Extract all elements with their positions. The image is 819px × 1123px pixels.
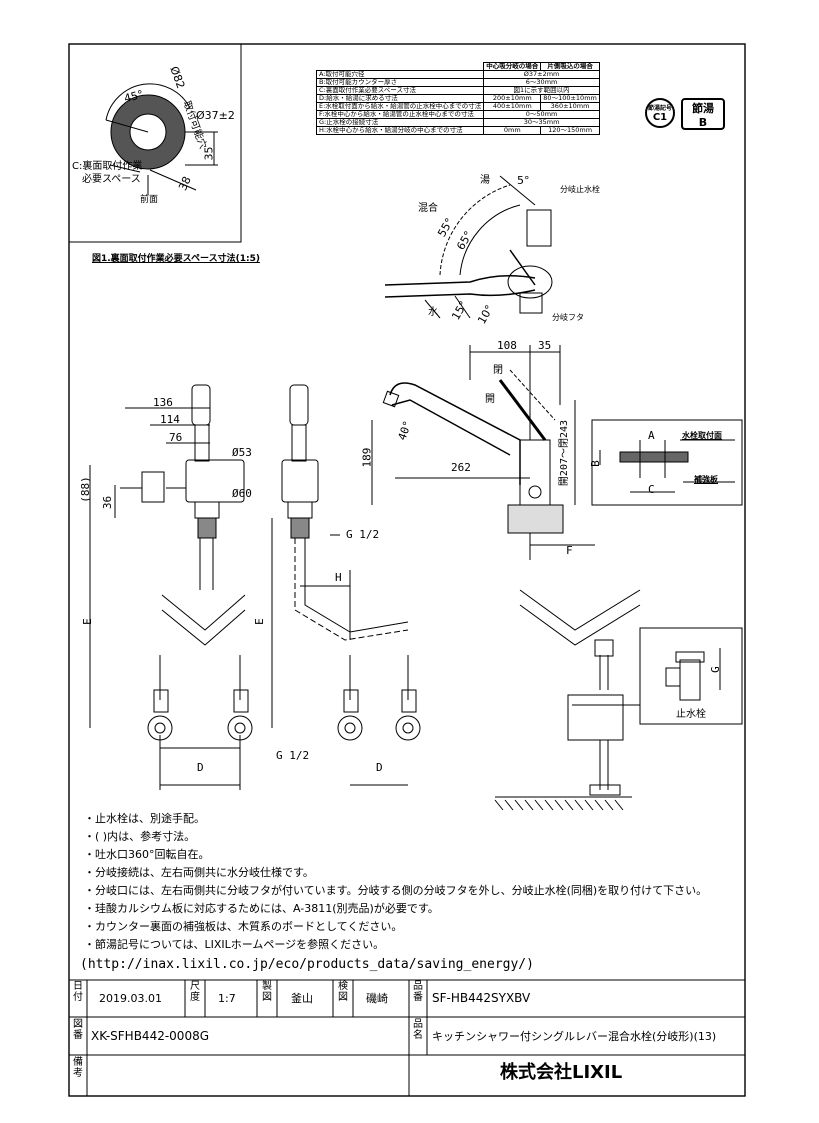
note-line: ・カウンター裏面の補強板は、木質系のボードとしてください。 <box>84 920 403 933</box>
mount-detail-lines <box>591 419 743 506</box>
right-dim-35: 35 <box>538 339 552 352</box>
right-view-lines <box>371 345 641 646</box>
tb-remarks-label: 備考 <box>73 1057 83 1079</box>
side-g-half: G 1/2 <box>346 528 380 541</box>
tb-product-no-label: 品番 <box>413 981 423 1003</box>
valve-detail-lines <box>494 627 743 811</box>
url-text: (http://inax.lixil.co.jp/eco/products_da… <box>80 957 534 972</box>
mount-a: A <box>648 429 655 442</box>
tb-scale-label: 尺度 <box>190 981 200 1003</box>
detail-front-label: 前面 <box>140 195 159 205</box>
mount-b: B <box>588 460 602 467</box>
detail-space-label-2: 必要スペース <box>82 174 141 185</box>
front-dim-136: 136 <box>153 396 173 409</box>
right-dim-f: F <box>566 544 573 557</box>
note-line: ・珪酸カルシウム板に対応するためには、A-3811(別売品)が必要です。 <box>84 902 439 915</box>
note-line: ・吐水口360°回転自在。 <box>84 848 210 861</box>
mount-c: C <box>648 483 655 496</box>
side-dim-d: D <box>376 761 383 774</box>
note-line: ・分岐口には、左右両側共に分岐フタが付いています。分岐する側の分岐フタを外し、分… <box>84 884 708 897</box>
plan-mixed: 混合 <box>418 203 438 214</box>
note-line: ・分岐接続は、左右両側共に水分岐仕様です。 <box>84 866 314 879</box>
front-view-lines <box>89 384 273 790</box>
detail-dim-35: 35 <box>202 146 216 161</box>
tb-date: 2019.03.01 <box>99 992 162 1005</box>
side-view-lines <box>281 384 421 786</box>
plan-branch-cap: 分岐フタ <box>552 313 584 322</box>
title-block-lines <box>69 979 745 1096</box>
tb-company: 株式会社LIXIL <box>500 1062 623 1083</box>
detail-title: 図1.裏面取付作業必要スペース寸法(1:5) <box>92 254 260 264</box>
detail-hole-diameter: Ø37±2 <box>196 109 235 122</box>
tb-drawn: 釜山 <box>291 992 313 1005</box>
right-open: 開 <box>485 394 495 405</box>
tb-drawing-no: XK-SFHB442-0008G <box>91 1029 210 1043</box>
plan-view-lines <box>384 175 553 319</box>
side-dim-e: E <box>252 618 266 625</box>
mount-face: 水栓取付面 <box>682 431 722 440</box>
tb-drawn-label: 製図 <box>262 981 272 1003</box>
plan-branch-valve: 分岐止水栓 <box>560 185 600 194</box>
tb-product-name-label: 品名 <box>413 1019 423 1041</box>
tb-drawing-no-label: 図番 <box>73 1019 83 1041</box>
tb-check-label: 検図 <box>338 981 348 1003</box>
saving-mark-c1: 節湯記号 C1 <box>647 105 672 123</box>
tb-date-label: 日付 <box>73 981 83 1003</box>
tb-check: 磯崎 <box>366 992 388 1005</box>
front-dim-d: D <box>197 761 204 774</box>
detail-circle <box>105 83 218 195</box>
right-dim-262: 262 <box>451 461 471 474</box>
front-g-half: G 1/2 <box>276 749 310 762</box>
mount-reinforce: 補強板 <box>694 475 718 484</box>
tb-product-no: SF-HB442SYXBV <box>432 991 531 1005</box>
notes: ・止水栓は、別途手配。 ・( )内は、参考寸法。 ・吐水口360°回転自在。 ・… <box>84 810 707 954</box>
front-dim-60: Ø60 <box>232 487 252 500</box>
side-dim-h: H <box>335 571 342 584</box>
note-line: ・( )内は、参考寸法。 <box>84 830 196 843</box>
front-dim-e: E <box>80 618 94 625</box>
front-dim-76: 76 <box>169 431 183 444</box>
tb-scale: 1:7 <box>218 992 236 1005</box>
front-dim-53: Ø53 <box>232 446 252 459</box>
note-line: ・節湯記号については、LIXILホームページを参照ください。 <box>84 938 385 951</box>
front-dim-114: 114 <box>160 413 180 426</box>
tb-product-name: キッチンシャワー付シングルレバー混合水栓(分岐形)(13) <box>432 1030 717 1043</box>
right-close: 閉 <box>493 365 503 376</box>
note-line: ・止水栓は、別途手配。 <box>84 812 205 825</box>
saving-mark-b: 節湯 B <box>692 101 714 129</box>
front-dim-88: (88) <box>78 476 92 503</box>
detail-space-label-1: C:裏面取付作業 <box>72 161 143 172</box>
valve-g: G <box>708 666 722 673</box>
valve-label: 止水栓 <box>676 709 706 720</box>
right-stroke: 開207〜閉243 <box>559 419 571 487</box>
front-dim-36: 36 <box>101 495 115 510</box>
right-dim-108: 108 <box>497 339 517 352</box>
plan-angle-5: 5° <box>517 174 530 187</box>
plan-hot: 湯 <box>480 175 490 186</box>
plan-water: 水 <box>428 307 438 318</box>
right-dim-189: 189 <box>360 447 374 468</box>
